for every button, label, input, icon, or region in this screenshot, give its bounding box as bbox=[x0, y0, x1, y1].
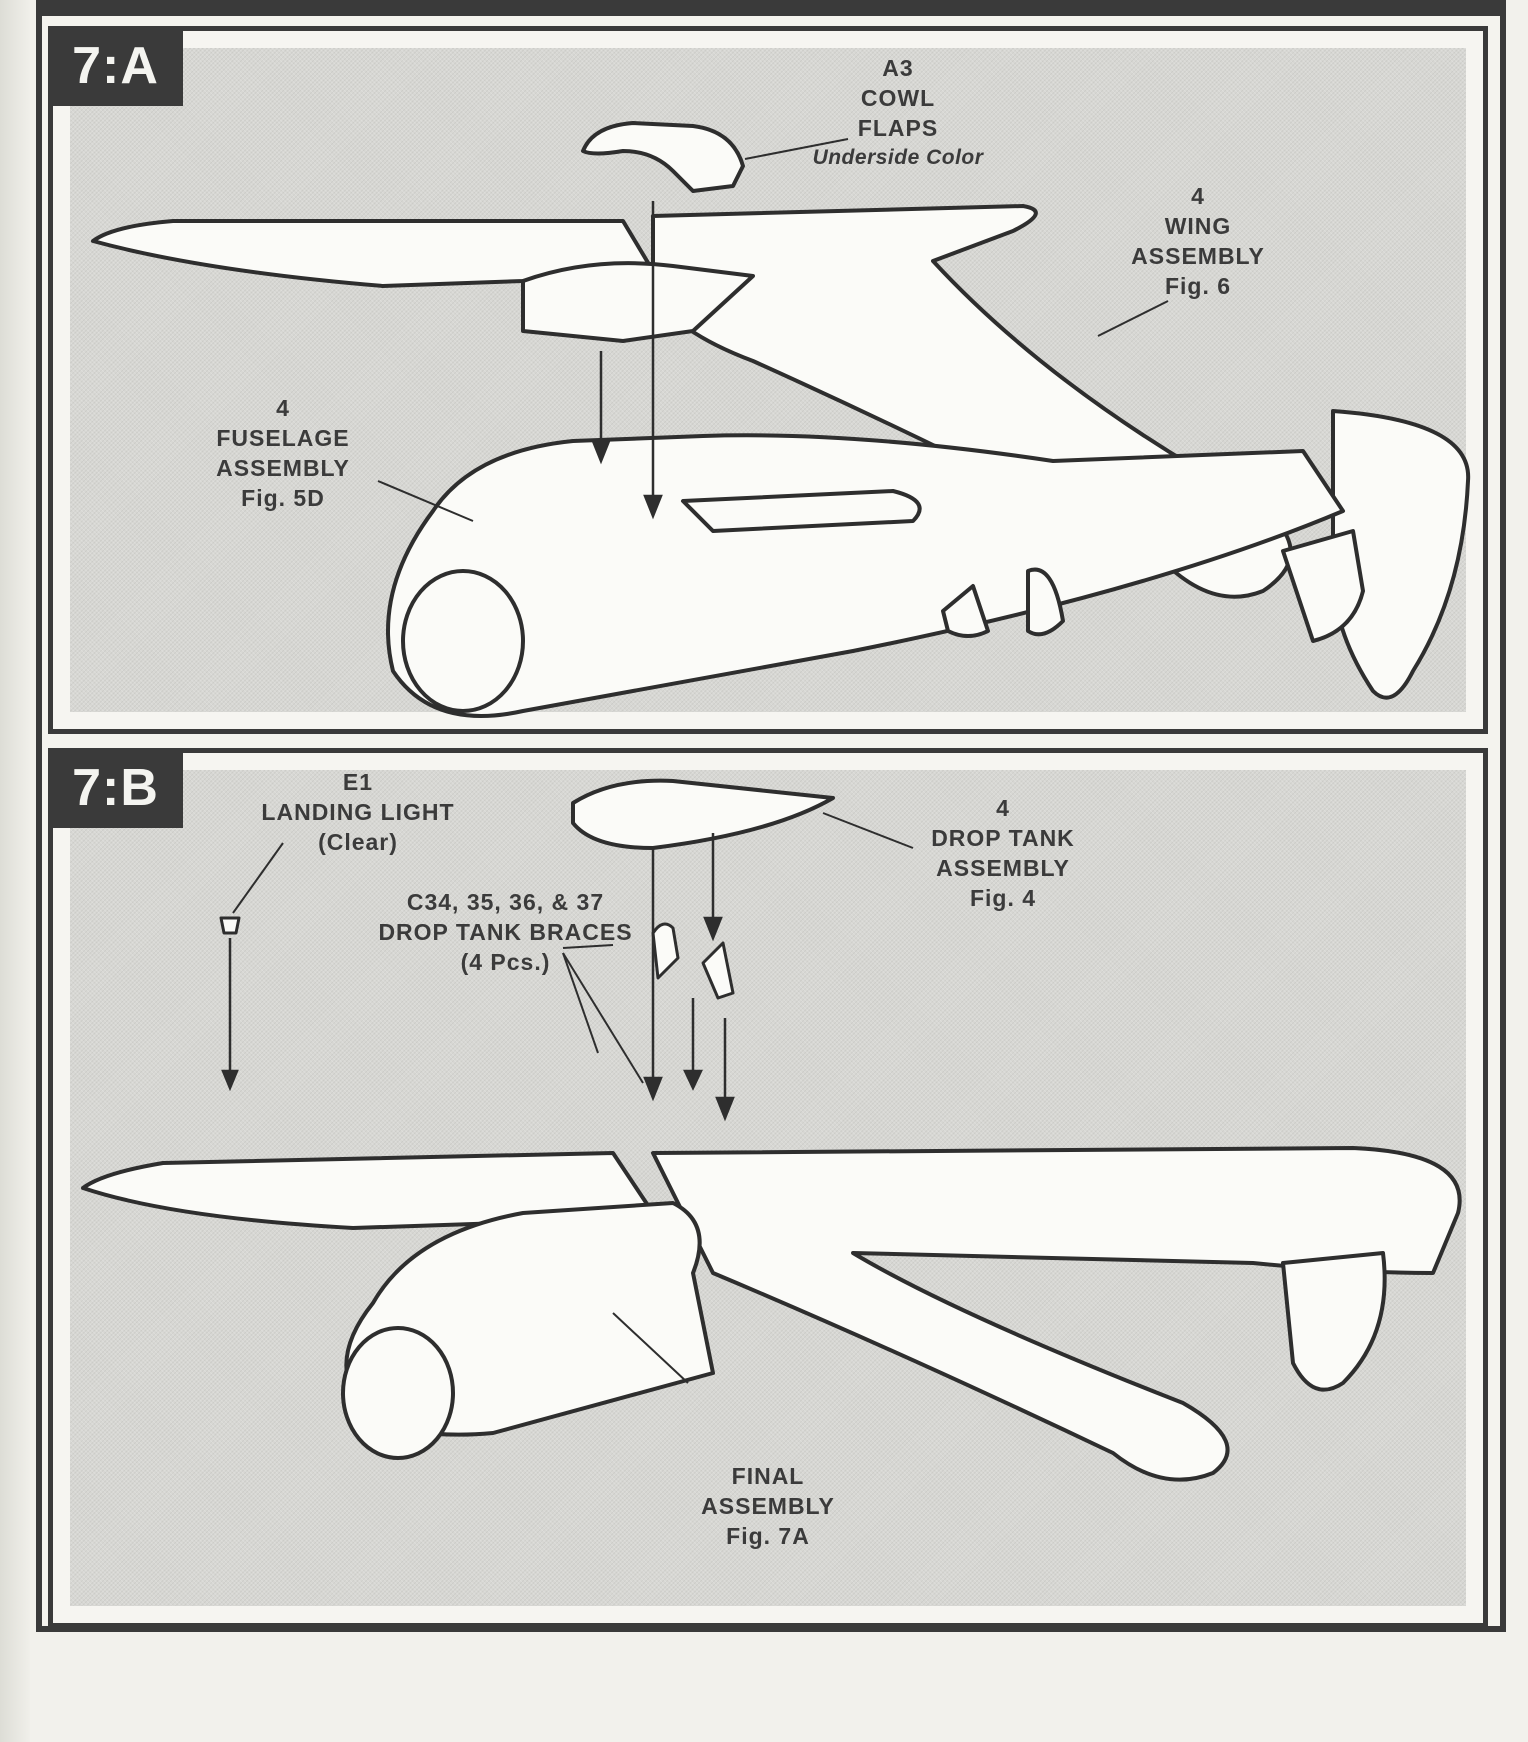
tank-arrow-left-head bbox=[643, 1076, 663, 1102]
color-note: Underside Color bbox=[812, 146, 984, 169]
quantity: 4 bbox=[1191, 183, 1205, 209]
callout-drop-tank-braces: C34, 35, 36, & 37 DROP TANK BRACES (4 Pc… bbox=[353, 887, 658, 977]
part-name-line: WING bbox=[1164, 213, 1232, 239]
step-panel-7b: 7:B bbox=[48, 748, 1488, 1628]
callout-cowl-flaps: A3 COWL FLAPS Underside Color bbox=[783, 53, 1013, 173]
fuselage bbox=[386, 433, 1345, 718]
material-note: (Clear) bbox=[318, 829, 398, 855]
leader-cowl-flaps bbox=[744, 138, 849, 160]
left-wing bbox=[81, 1151, 655, 1230]
right-wing bbox=[651, 1146, 1462, 1482]
figure-ref: Fig. 6 bbox=[1164, 273, 1232, 299]
wing-arrow-head bbox=[591, 439, 611, 465]
landing-light-arrow-head bbox=[221, 1069, 239, 1092]
callout-fuselage-assembly: 4 FUSELAGE ASSEMBLY Fig. 5D bbox=[183, 393, 383, 513]
brace-left bbox=[651, 922, 680, 980]
leader-fuselage-assembly bbox=[377, 480, 474, 522]
part-number: A3 bbox=[882, 55, 914, 81]
left-wing bbox=[91, 219, 655, 288]
part-name-line: DROP TANK bbox=[931, 825, 1075, 851]
header-bar-remnant bbox=[36, 0, 1506, 16]
tank-arrow-right-head bbox=[703, 916, 723, 942]
quantity: 4 bbox=[996, 795, 1010, 821]
cockpit-opening bbox=[681, 489, 922, 533]
part-number: E1 bbox=[342, 769, 374, 795]
part-name-line: ASSEMBLY bbox=[1131, 243, 1265, 269]
leader-braces-3 bbox=[562, 952, 599, 1054]
brace-arrow-left-head bbox=[683, 1069, 703, 1091]
gear-door-right bbox=[1026, 567, 1065, 637]
brace-arrow-right-head bbox=[715, 1096, 735, 1122]
step-badge: 7:A bbox=[48, 26, 183, 106]
callout-wing-assembly: 4 WING ASSEMBLY Fig. 6 bbox=[1098, 181, 1298, 301]
gear-door-left bbox=[941, 584, 990, 638]
quantity-note: (4 Pcs.) bbox=[460, 949, 551, 975]
wing-center-section bbox=[521, 261, 755, 343]
figure-ref: Fig. 4 bbox=[969, 885, 1037, 911]
step-panel-7a: 7:A bbox=[48, 26, 1488, 734]
nose-ring bbox=[401, 569, 525, 713]
leader-drop-tank bbox=[822, 812, 914, 849]
leader-braces-2 bbox=[562, 952, 644, 1084]
brace-right bbox=[701, 941, 735, 1000]
quantity: 4 bbox=[276, 395, 290, 421]
leader-landing-light bbox=[232, 842, 284, 914]
part-name-line: FINAL bbox=[731, 1463, 805, 1489]
part-name-line: COWL bbox=[860, 85, 936, 111]
drop-tank bbox=[571, 778, 835, 850]
step-badge: 7:B bbox=[48, 748, 183, 828]
leader-braces-1 bbox=[562, 944, 614, 949]
landing-light-part bbox=[219, 916, 241, 935]
tail-fin bbox=[1281, 1251, 1387, 1392]
leader-final-assembly bbox=[612, 1312, 689, 1384]
part-name-line: ASSEMBLY bbox=[936, 855, 1070, 881]
part-name-line: FUSELAGE bbox=[216, 425, 350, 451]
callout-final-assembly: FINAL ASSEMBLY Fig. 7A bbox=[678, 1461, 858, 1551]
figure-ref: Fig. 5D bbox=[241, 485, 325, 511]
diagram-7a bbox=[91, 121, 1471, 718]
part-name-line: ASSEMBLY bbox=[216, 455, 350, 481]
part-numbers: C34, 35, 36, & 37 bbox=[406, 889, 605, 915]
tail-plane bbox=[1281, 529, 1365, 643]
nose-ring bbox=[341, 1326, 455, 1460]
tail-fin bbox=[1331, 409, 1471, 700]
part-name-line: DROP TANK BRACES bbox=[378, 919, 633, 945]
part-name-line: FLAPS bbox=[857, 115, 939, 141]
callout-drop-tank-assembly: 4 DROP TANK ASSEMBLY Fig. 4 bbox=[903, 793, 1103, 913]
part-name-line: ASSEMBLY bbox=[701, 1493, 835, 1519]
figure-ref: Fig. 7A bbox=[726, 1523, 810, 1549]
cowl-arrow-head bbox=[643, 494, 663, 520]
callout-landing-light: E1 LANDING LIGHT (Clear) bbox=[238, 767, 478, 857]
cowl-flaps-part bbox=[581, 121, 745, 193]
diagram-7b bbox=[81, 778, 1462, 1482]
part-name-line: LANDING LIGHT bbox=[261, 799, 455, 825]
page-fold-shadow bbox=[0, 0, 30, 1742]
leader-wing-assembly bbox=[1097, 300, 1169, 337]
